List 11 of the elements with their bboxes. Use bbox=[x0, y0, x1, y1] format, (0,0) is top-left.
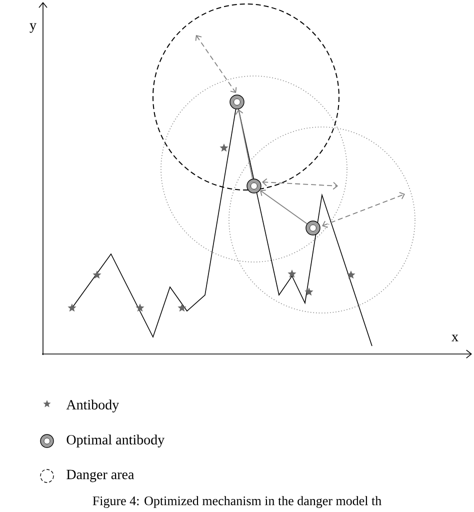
arrow bbox=[260, 190, 308, 224]
legend-text: Optimal antibody bbox=[66, 434, 165, 448]
caption: Figure 4: Optimized mechanism in the danger model th bbox=[92, 496, 382, 508]
axis-label: x bbox=[452, 334, 458, 342]
optimal-antibody bbox=[230, 94, 244, 110]
axis-label: y bbox=[30, 23, 36, 33]
optimal-antibody bbox=[306, 220, 320, 236]
legend-text: Antibody bbox=[66, 400, 120, 412]
arrow bbox=[236, 109, 253, 180]
legend-text: Danger area bbox=[66, 470, 134, 482]
optimal-antibody bbox=[246, 178, 262, 194]
